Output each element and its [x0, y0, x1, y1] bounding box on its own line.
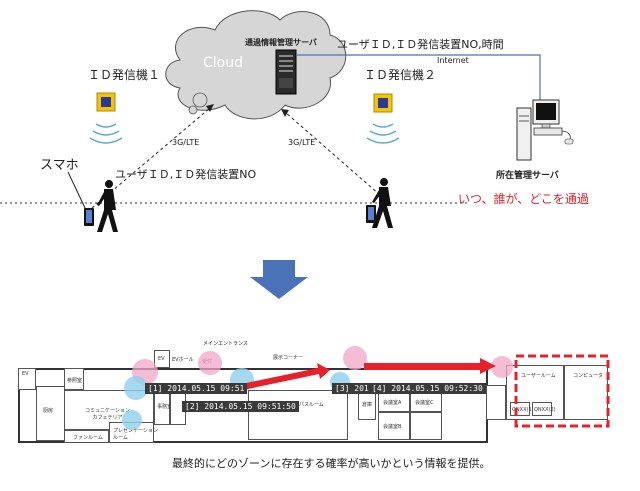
when-who-where-label: いつ、誰が、どこを通過: [458, 192, 589, 206]
room-fan: ファンルーム: [64, 430, 109, 443]
room-storage: 倉庫: [358, 390, 376, 420]
id-transmitter-1-label: ＩＤ発信機１: [88, 68, 161, 82]
net-label-1: 3G/LTE: [172, 138, 200, 147]
internet-link: [296, 54, 541, 104]
exhibit-label: 展示コーナー: [273, 355, 304, 361]
timestamp-4: [4] 2014.05.15 09:52:30: [369, 383, 486, 394]
id-transmitter-2-icon: [366, 93, 400, 144]
destination-zone-box: [514, 354, 610, 428]
flow-down-arrow-icon: [250, 260, 308, 299]
location-server-label: 所在管理サーバ: [496, 171, 559, 181]
room-kitchen: 厨房: [36, 386, 68, 441]
cloud-label: Cloud: [203, 55, 243, 71]
id-transmitter-2-label: ＩＤ発信機２: [364, 68, 437, 82]
room-ev-upper: EV: [154, 350, 170, 368]
zone-overlay: [122, 346, 610, 430]
room-printer-2: QNXX(2): [532, 402, 556, 416]
cloud-shape: [165, 10, 347, 120]
walking-person-1-icon: [84, 180, 118, 232]
pass-server-label: 通過情報管理サーバ: [245, 38, 317, 47]
path-arrow-1: [222, 363, 330, 394]
flow-arrow: [250, 260, 308, 299]
net-label-2: 3G/LTE: [288, 138, 316, 147]
timestamp-1: [1] 2014.05.15 09:51: [145, 383, 248, 394]
network-diagram: [0, 10, 574, 232]
room-reference: 参照室: [64, 368, 84, 390]
timestamp-2: [2] 2014.05.15 09:51:50: [182, 401, 299, 412]
user-id-label: ユーザＩＤ,ＩＤ発信装置NO: [115, 168, 257, 181]
smartphone-label: スマホ: [40, 158, 79, 173]
room-ev-hall: EVホール: [170, 350, 198, 368]
room-computer: コンピュータ: [564, 365, 608, 420]
floor-map: EV 厨房 参照室 コミュニケーション カフェテリア ファンルーム プレゼンテー…: [18, 340, 613, 445]
map-caption: 最終的にどのゾーンに存在する確率が高いかという情報を提供。: [172, 457, 491, 470]
uplink-2: [284, 111, 381, 196]
user-id-time-label: ユーザＩＤ,ＩＤ発信装置NO,時間: [337, 38, 504, 51]
room-meeting-d: [410, 412, 442, 440]
walking-person-2-icon: [366, 178, 393, 228]
internet-label: Internet: [437, 56, 469, 65]
zone-pink-4: [491, 356, 513, 378]
room-meeting-b: 会議室B: [378, 412, 410, 440]
zone-pink-2: [198, 351, 222, 375]
room-multipurpose: マルチパーパスルーム: [248, 390, 348, 440]
smartphone-pointer: [67, 171, 87, 211]
zone-pink-3: [343, 346, 367, 370]
room-office-a: 事務室: [154, 390, 172, 425]
path-bar-2: [364, 363, 482, 370]
id-transmitter-1-icon: [89, 92, 123, 144]
zone-blue-2: [122, 410, 142, 430]
zone-blue-1: [124, 376, 148, 400]
pass-server-icon: [275, 49, 297, 95]
entrance-label: メインエントランス: [203, 341, 248, 347]
timestamp-3: [3] 2014: [332, 383, 377, 394]
room-ev: EV: [18, 368, 36, 390]
location-server-icon: [516, 99, 574, 161]
path-arrowhead-2: [480, 358, 496, 374]
room-east-corridor: [486, 385, 506, 420]
